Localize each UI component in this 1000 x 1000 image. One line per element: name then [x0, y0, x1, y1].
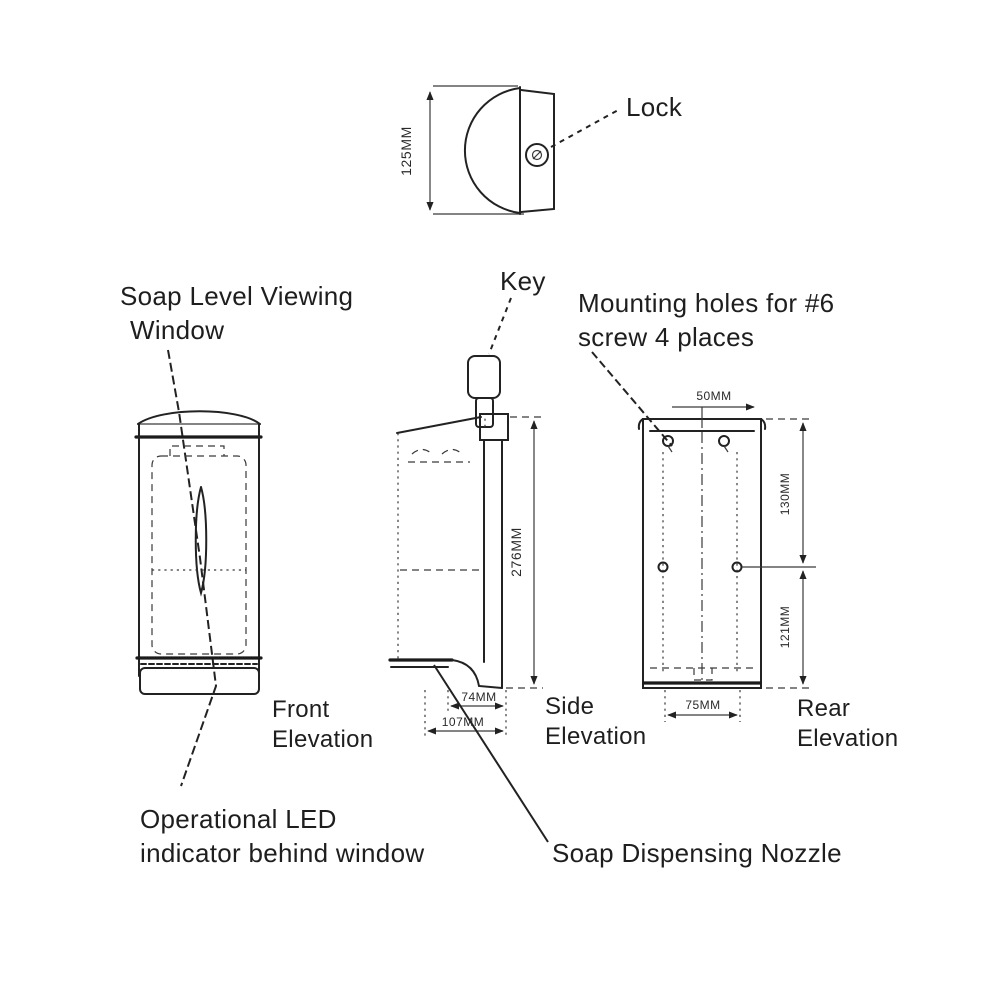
mounting-hole-top-right	[718, 435, 730, 453]
key-label: Key	[500, 266, 546, 296]
nozzle-label: Soap Dispensing Nozzle	[552, 838, 842, 868]
front-elevation-label-line2: Elevation	[272, 726, 373, 753]
front-lid-curve	[137, 410, 261, 425]
dim-rear-top: 50MM	[672, 389, 755, 428]
leader-soap-level-window	[167, 349, 218, 787]
rear-elevation-label-line1: Rear	[797, 695, 850, 722]
soap-level-label-line1: Soap Level Viewing	[120, 281, 353, 311]
lock-label: Lock	[626, 92, 683, 122]
rear-bottom-notch	[693, 668, 713, 681]
side-detail-arc	[441, 448, 463, 455]
side-lid-slope	[396, 416, 482, 434]
dim-text-75mm: 75MM	[685, 698, 720, 712]
leader-nozzle	[433, 664, 549, 843]
dim-rear-bottom: 75MM	[664, 690, 741, 722]
dim-top-height: 125MM	[398, 91, 434, 211]
dim-text-125mm: 125MM	[398, 126, 414, 176]
rear-elevation: 50MM 130MM 121MM 75MM Rear Elevation	[637, 389, 898, 752]
dim-side-height: 276MM	[506, 416, 543, 689]
viewing-window-tab	[169, 445, 225, 456]
front-elevation: Front Elevation	[134, 410, 373, 753]
soap-level-label-line2: Window	[130, 315, 224, 345]
top-view-back-plate	[520, 89, 555, 213]
leader-lock	[550, 108, 621, 148]
dim-text-121mm: 121MM	[778, 606, 792, 649]
top-view-body-arc	[463, 87, 521, 214]
rear-flange-left	[637, 418, 644, 430]
key-icon	[467, 355, 501, 428]
front-elevation-label-line1: Front	[272, 696, 330, 723]
mounting-hole-top-left	[662, 435, 674, 453]
led-label-line2: indicator behind window	[140, 838, 424, 868]
soap-level-lens	[194, 486, 208, 597]
callout-labels: Soap Level Viewing Window Key Mounting h…	[120, 266, 834, 787]
viewing-window-outline	[151, 455, 247, 655]
side-lock-block	[479, 413, 509, 441]
top-view: 125MM Lock	[398, 85, 683, 215]
dim-rear-right: 130MM 121MM	[766, 418, 812, 689]
dim-text-130mm: 130MM	[778, 473, 792, 516]
rear-elevation-label-line2: Elevation	[797, 725, 898, 752]
mounting-label-line2: screw 4 places	[578, 322, 754, 352]
front-apron	[139, 667, 260, 695]
rear-flange-right	[760, 418, 767, 430]
dim-text-50mm: 50MM	[696, 389, 731, 403]
dim-text-74mm: 74MM	[461, 690, 496, 704]
led-label-line1: Operational LED	[140, 804, 337, 834]
lock-icon	[525, 143, 549, 167]
mounting-label-line1: Mounting holes for #6	[578, 288, 834, 318]
mounting-hole-bottom-right	[731, 561, 743, 573]
dim-text-276mm: 276MM	[508, 527, 524, 577]
side-elevation: 276MM 74MM 107MM Side Elevation	[388, 355, 646, 843]
side-elevation-label-line2: Elevation	[545, 723, 646, 750]
bottom-callouts: Operational LED indicator behind window …	[140, 804, 842, 868]
side-detail-arc	[411, 448, 433, 455]
dim-text-107mm: 107MM	[442, 715, 485, 729]
nozzle-recess-curve	[451, 659, 503, 689]
leader-key	[488, 297, 512, 355]
mounting-hole-bottom-left	[657, 561, 669, 573]
side-elevation-label-line1: Side	[545, 693, 594, 720]
